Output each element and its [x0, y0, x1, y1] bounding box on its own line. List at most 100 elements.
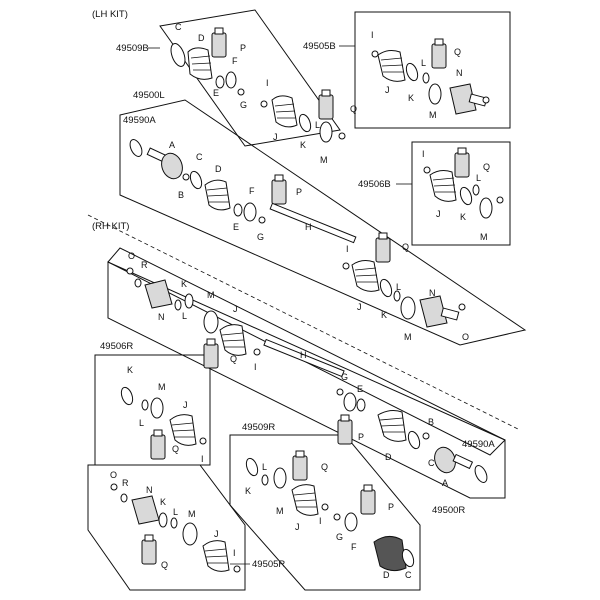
box-49506B — [411, 141, 511, 246]
letter-O-5: O — [128, 251, 135, 261]
grease-tube-Q-3 — [375, 237, 391, 263]
letter-P-3: P — [296, 187, 302, 197]
letter-J: J — [273, 132, 278, 142]
clip-I-4 — [423, 166, 431, 174]
boot-J-4-ribs — [432, 177, 456, 193]
letter-M: M — [320, 155, 328, 165]
bearing-F-7 — [344, 512, 358, 532]
outer-cv-joint-A-5 — [434, 446, 456, 474]
letter-K-7: K — [245, 486, 251, 496]
letter-J-5: J — [233, 304, 238, 314]
letter-L-3: L — [396, 282, 401, 292]
grease-tube-Q-6 — [150, 434, 166, 460]
grease-tube-P-2 — [271, 179, 287, 205]
letter-N-2: N — [456, 68, 463, 78]
letter-A-3: A — [169, 140, 175, 150]
letter-Q-5: Q — [230, 354, 237, 364]
grease-tube-P-7 — [360, 489, 376, 515]
ring-M-2 — [428, 83, 442, 105]
ring-L-3 — [393, 290, 401, 302]
clamp-K-7 — [245, 457, 259, 477]
clamp-K-2 — [405, 62, 419, 82]
letter-I: I — [266, 78, 269, 88]
kit-49505R-parts: O R N K L M J Q I — [110, 470, 241, 573]
grease-cap-Q-2 — [434, 38, 444, 46]
ring-M-3 — [400, 296, 416, 320]
letter-F-7: F — [351, 542, 357, 552]
grease-cap-Q-6 — [153, 429, 163, 437]
letter-Q-8: Q — [161, 560, 168, 570]
ring-M-4 — [479, 197, 493, 219]
grease-tube-P-5 — [337, 419, 353, 445]
label-49590A-bottom: 49590A — [462, 439, 495, 450]
letter-N-8: N — [146, 485, 153, 495]
box-49500R-outline-bottom — [107, 261, 506, 499]
shaft-49500R-parts: O R K N L M J Q I H G E P D C B A — [126, 251, 488, 488]
oring-O-3 — [458, 303, 466, 311]
kit-49506R-parts: K M L J Q I — [120, 365, 207, 464]
letter-I-2: I — [371, 30, 374, 40]
clip-I-5 — [253, 348, 261, 356]
letter-E-3: E — [233, 222, 239, 232]
letter-Q-7: Q — [321, 462, 328, 472]
letter-O-3: O — [462, 332, 469, 342]
letter-K-6: K — [127, 365, 133, 375]
letter-J-7: J — [295, 522, 300, 532]
box-49500L — [119, 99, 527, 346]
circlip-G-5 — [336, 388, 344, 396]
letter-J-4: J — [436, 209, 441, 219]
clip-I-7 — [321, 503, 329, 511]
letter-E: E — [213, 88, 219, 98]
grease-cap-P-5 — [340, 414, 350, 422]
clamp-ring-C — [170, 43, 186, 67]
label-49500L: 49500L — [133, 90, 165, 101]
clip-I-6 — [199, 437, 207, 445]
kit-divider-line — [87, 214, 521, 431]
ring-E — [215, 75, 225, 89]
oring-O — [338, 132, 346, 140]
label-49505R: 49505R — [252, 559, 285, 570]
boot-D-7 — [373, 536, 407, 572]
letter-Q: Q — [350, 104, 357, 114]
grease-cap-Q-4 — [457, 147, 467, 155]
box-49506R — [94, 354, 211, 466]
letter-K-3: K — [381, 310, 387, 320]
boot-D-5-ribs — [379, 417, 405, 433]
ring-L-4 — [472, 184, 480, 196]
housing-N-8 — [131, 495, 160, 525]
letter-J-3: J — [357, 302, 362, 312]
letter-O-8: O — [110, 470, 117, 480]
letter-B-3: B — [178, 190, 184, 200]
letter-F-3: F — [249, 186, 255, 196]
seal-49590A-top — [129, 139, 143, 157]
kit-49509B-lower-parts: I J K L Q M — [260, 78, 357, 165]
clamp-K-3 — [379, 278, 393, 298]
oring-O-8 — [110, 483, 118, 491]
boot-J-6 — [169, 414, 197, 446]
box-49505B — [354, 11, 511, 129]
letter-L-4: L — [476, 173, 481, 183]
grease-tube-Q — [318, 94, 334, 120]
letter-I-6: I — [201, 454, 204, 464]
letter-Q-3: Q — [402, 242, 409, 252]
circlip-G — [237, 88, 245, 96]
letter-K-2: K — [408, 93, 414, 103]
clip-I-3 — [342, 262, 350, 270]
grease-tube-Q-2 — [431, 43, 447, 69]
circlip-G-2 — [258, 216, 266, 224]
grease-tube-Q-7 — [292, 455, 308, 481]
label-49509B: 49509B — [116, 43, 149, 54]
ring-E-2 — [233, 203, 243, 217]
letter-K-4: K — [460, 212, 466, 222]
letter-D-3: D — [215, 164, 222, 174]
clamp-C-7 — [401, 548, 415, 568]
letter-L-2: L — [421, 58, 426, 68]
grease-cap-Q-3 — [378, 232, 388, 240]
clip-I — [260, 100, 268, 108]
letter-M-8: M — [188, 509, 196, 519]
clip-B — [182, 173, 190, 181]
letter-D-5: D — [385, 452, 392, 462]
boot-J-5-ribs — [221, 332, 245, 348]
label-49506B: 49506B — [358, 179, 391, 190]
